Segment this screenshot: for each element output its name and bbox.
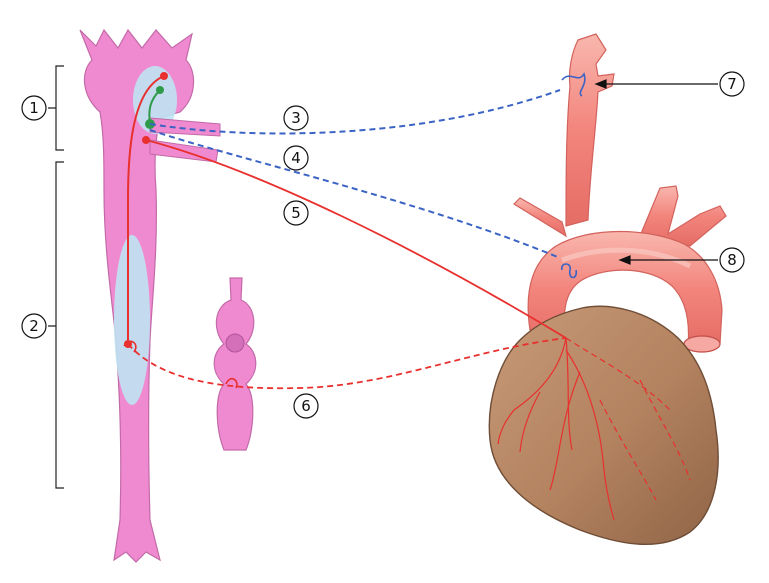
spinal-cord [79, 28, 195, 563]
central-neurons [124, 72, 168, 348]
carotid-artery [565, 33, 615, 227]
central-canal [114, 235, 150, 405]
callout-arrows [594, 79, 718, 265]
callout-8: 8 [719, 247, 745, 273]
ganglion-synapse-chain [225, 377, 238, 389]
callout-2: 2 [21, 313, 47, 339]
vagal-efferent-pathway [145, 139, 567, 339]
ganglion-synapse-spinal [123, 340, 137, 353]
bracket-1 [48, 65, 64, 151]
ganglion-node [225, 333, 245, 353]
brachiocephalic-branch [513, 197, 568, 238]
descending-efferent-tract [127, 75, 165, 340]
afferent-pathway-carotid [149, 89, 561, 135]
heart-body [488, 305, 719, 546]
svg-text:4: 4 [291, 149, 301, 167]
nerve-pathways [123, 72, 586, 390]
aorta-opening [683, 335, 721, 353]
sympathetic-ganglion-chain [213, 277, 257, 451]
afferent-pathway-aortic [149, 129, 561, 259]
sympathetic-efferent-pathway [127, 337, 567, 390]
brackets [48, 65, 64, 489]
callout-3: 3 [283, 105, 309, 131]
aorta-and-carotid [513, 33, 727, 353]
callout-6: 6 [293, 393, 319, 419]
fourth-ventricle [133, 66, 177, 134]
aortic-baroreceptor [561, 263, 578, 279]
svg-text:3: 3 [291, 109, 301, 127]
svg-text:1: 1 [29, 99, 39, 117]
coronary-vessels [497, 337, 691, 521]
callout-7: 7 [719, 71, 745, 97]
svg-text:7: 7 [727, 75, 737, 93]
svg-text:6: 6 [301, 397, 311, 415]
subclavian-branches [639, 185, 727, 247]
callout-4: 4 [283, 145, 309, 171]
svg-text:2: 2 [29, 317, 39, 335]
heart [488, 305, 719, 546]
callout-1: 1 [21, 95, 47, 121]
svg-text:8: 8 [727, 251, 737, 269]
svg-text:5: 5 [291, 204, 301, 222]
carotid-baroreceptor [561, 72, 586, 97]
callout-5: 5 [283, 200, 309, 226]
bracket-2 [48, 161, 64, 489]
